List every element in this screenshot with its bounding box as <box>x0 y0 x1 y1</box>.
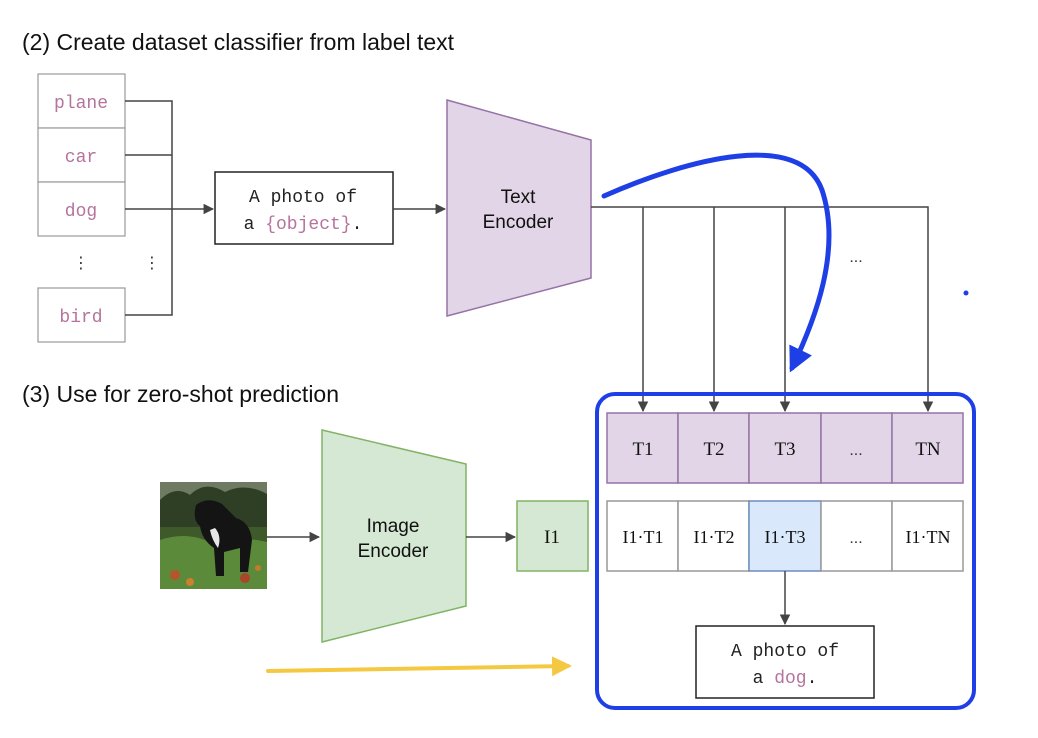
text-embedding-label: ... <box>849 442 862 459</box>
label-list: plane car dog bird ⋮ ⋮ <box>37 73 160 343</box>
curved-pointer-arrow <box>601 152 832 373</box>
dog-photo <box>160 482 267 589</box>
similarity-label: ... <box>849 530 862 547</box>
text-encoder-label-line2: Encoder <box>483 212 554 233</box>
result-object: dog <box>774 669 806 689</box>
text-encoder <box>446 99 592 317</box>
similarity-cell-2 <box>677 500 750 572</box>
label-box-car <box>37 127 126 183</box>
text-embedding-label: T3 <box>774 439 795 460</box>
label-box-plane <box>37 73 126 129</box>
result-line1: A photo of <box>731 642 839 662</box>
image-encoder-label-line1: Image <box>367 516 420 537</box>
prompt-line1: A photo of <box>249 188 357 208</box>
similarity-row: I1·T1 I1·T2 I1·T3 ... I1·TN <box>606 500 964 572</box>
text-embedding-row: T1 T2 T3 ... TN <box>606 412 964 484</box>
step2-title: (2) Create dataset classifier from label… <box>22 29 455 55</box>
fanout-ellipsis: ... <box>849 249 862 266</box>
stray-dot <box>963 290 969 296</box>
text-embedding-t1 <box>606 412 679 484</box>
image-encoder <box>321 429 467 643</box>
similarity-label: I1·TN <box>906 527 951 547</box>
text-embedding-ellipsis-cell <box>820 412 893 484</box>
label-box-dog <box>37 181 126 237</box>
text-embedding-label: T1 <box>632 439 653 460</box>
similarity-label: I1·T2 <box>694 527 735 547</box>
highlight-frame <box>595 392 976 710</box>
text-embedding-label: T2 <box>703 439 724 460</box>
text-embedding-fanout <box>591 206 934 413</box>
text-embedding-t3 <box>748 412 822 484</box>
label-car: car <box>65 148 97 168</box>
similarity-label: I1·T3 <box>765 527 806 547</box>
image-embedding-label: I1 <box>544 527 560 548</box>
label-dog: dog <box>65 202 97 222</box>
image-embedding-i1 <box>516 500 589 572</box>
text-embedding-t2 <box>677 412 750 484</box>
label-list-ellipsis: ⋮ <box>73 255 89 272</box>
label-connectors <box>125 100 215 316</box>
result-box <box>695 625 875 699</box>
text-encoder-label-line1: Text <box>501 187 537 208</box>
yellow-pointer-arrow <box>266 656 572 677</box>
prompt-placeholder: {object} <box>265 215 351 235</box>
prompt-line2: a {object}. <box>244 215 363 235</box>
label-plane: plane <box>54 94 108 114</box>
similarity-cell-ellipsis <box>820 500 893 572</box>
text-embedding-tn <box>891 412 964 484</box>
text-embedding-label: TN <box>915 439 941 460</box>
similarity-cell-n <box>891 500 964 572</box>
image-encoder-label-line2: Encoder <box>358 541 429 562</box>
similarity-cell-1 <box>606 500 679 572</box>
result-line2: a dog. <box>753 669 818 689</box>
connector-ellipsis: ⋮ <box>144 255 160 272</box>
step3-title: (3) Use for zero-shot prediction <box>22 381 339 407</box>
prompt-template-box <box>214 171 394 245</box>
label-bird: bird <box>59 308 102 328</box>
similarity-label: I1·T1 <box>623 527 664 547</box>
similarity-cell-3-highlighted <box>748 500 822 572</box>
